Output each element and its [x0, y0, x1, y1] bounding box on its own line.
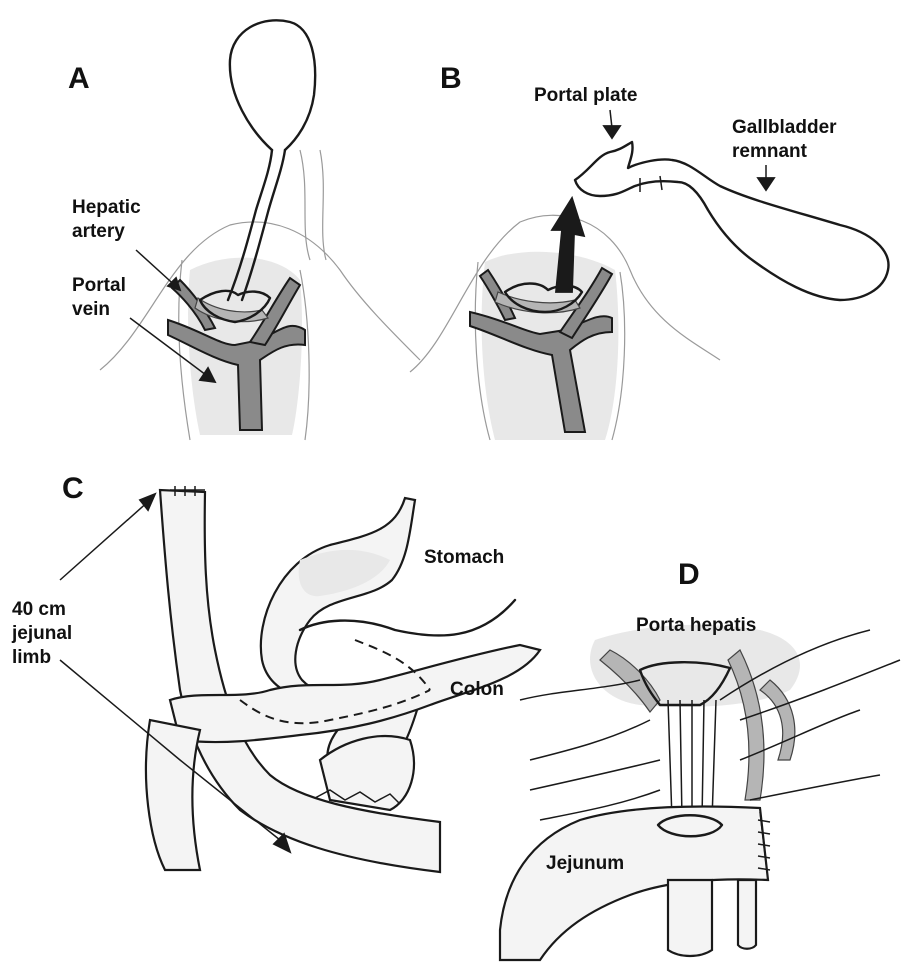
panel-c-letter: C — [62, 472, 84, 506]
panel-a-drawing — [100, 20, 420, 440]
label-jejunal-limb: 40 cm jejunal limb — [12, 598, 72, 670]
panel-a-letter: A — [68, 62, 90, 96]
label-hepatic-artery: Hepatic artery — [72, 196, 141, 244]
label-stomach: Stomach — [424, 546, 504, 570]
label-portal-plate: Portal plate — [534, 84, 637, 108]
label-portal-vein: Portal vein — [72, 274, 126, 322]
panel-d-drawing — [500, 625, 900, 960]
label-colon: Colon — [450, 678, 504, 702]
panel-b-letter: B — [440, 62, 462, 96]
label-jejunum: Jejunum — [546, 852, 624, 876]
label-porta-hepatis: Porta hepatis — [636, 614, 756, 638]
label-gallbladder-remnant: Gallbladder remnant — [732, 116, 837, 164]
panel-d-letter: D — [678, 558, 700, 592]
